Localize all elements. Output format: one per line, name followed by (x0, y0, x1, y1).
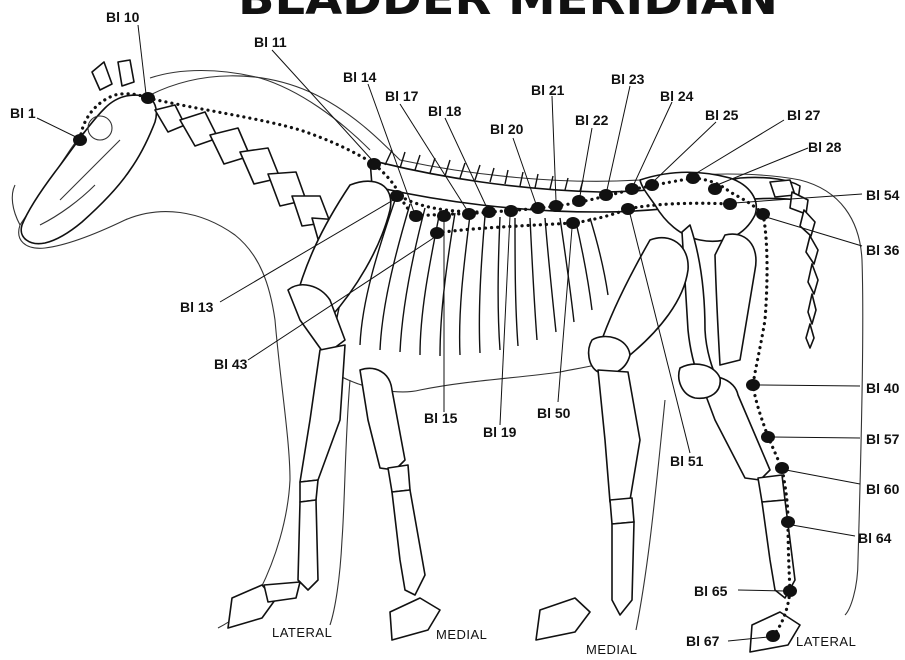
point-bl28 (708, 183, 722, 195)
label-bl10: Bl 10 (106, 9, 140, 25)
point-bl43 (430, 227, 444, 239)
point-bl11 (367, 158, 381, 170)
label-bl13: Bl 13 (180, 299, 214, 315)
label-fore-right-medial: MEDIAL (436, 627, 487, 642)
point-bl17 (462, 208, 476, 220)
point-bl67 (766, 630, 780, 642)
point-bl51 (621, 203, 635, 215)
label-bl17: Bl 17 (385, 88, 419, 104)
label-bl43: Bl 43 (214, 356, 248, 372)
label-bl20: Bl 20 (490, 121, 524, 137)
label-bl18: Bl 18 (428, 103, 462, 119)
point-bl54 (723, 198, 737, 210)
label-hind-left-medial: MEDIAL (586, 642, 637, 657)
label-bl67: Bl 67 (686, 633, 720, 649)
label-bl25: Bl 25 (705, 107, 739, 123)
label-bl14: Bl 14 (343, 69, 377, 85)
horse-tail (770, 180, 818, 348)
label-bl23: Bl 23 (611, 71, 645, 87)
horse-forelegs (228, 181, 440, 640)
label-bl28: Bl 28 (808, 139, 842, 155)
label-bl22: Bl 22 (575, 112, 609, 128)
point-bl1 (73, 134, 87, 146)
label-bl24: Bl 24 (660, 88, 694, 104)
point-bl24 (625, 183, 639, 195)
label-bl1: Bl 1 (10, 105, 36, 121)
label-bl65: Bl 65 (694, 583, 728, 599)
label-bl40: Bl 40 (866, 380, 900, 396)
diagram-title: BLADDER MERIDIAN (238, 0, 778, 25)
point-bl23 (599, 189, 613, 201)
point-bl25 (645, 179, 659, 191)
label-bl19: Bl 19 (483, 424, 517, 440)
label-bl51: Bl 51 (670, 453, 704, 469)
label-bl36: Bl 36 (866, 242, 900, 258)
point-bl18 (482, 206, 496, 218)
point-bl40 (746, 379, 760, 391)
label-bl15: Bl 15 (424, 410, 458, 426)
point-bl60 (775, 462, 789, 474)
label-bl57: Bl 57 (866, 431, 900, 447)
label-fore-left-lateral: LATERAL (272, 625, 332, 640)
point-bl19 (504, 205, 518, 217)
label-bl60: Bl 60 (866, 481, 900, 497)
label-bl50: Bl 50 (537, 405, 571, 421)
point-bl14 (409, 210, 423, 222)
label-bl54: Bl 54 (866, 187, 900, 203)
point-bl50 (566, 217, 580, 229)
label-hind-right-lateral: LATERAL (796, 634, 856, 649)
label-bl21: Bl 21 (531, 82, 565, 98)
label-bl11: Bl 11 (254, 34, 287, 50)
point-bl21 (549, 200, 563, 212)
point-bl64 (781, 516, 795, 528)
label-bl64: Bl 64 (858, 530, 892, 546)
point-bl36 (756, 208, 770, 220)
point-bl65 (783, 585, 797, 597)
point-bl10 (141, 92, 155, 104)
label-bl27: Bl 27 (787, 107, 821, 123)
point-bl27 (686, 172, 700, 184)
horse-hindlegs (536, 234, 800, 652)
point-bl20 (531, 202, 545, 214)
point-bl22 (572, 195, 586, 207)
